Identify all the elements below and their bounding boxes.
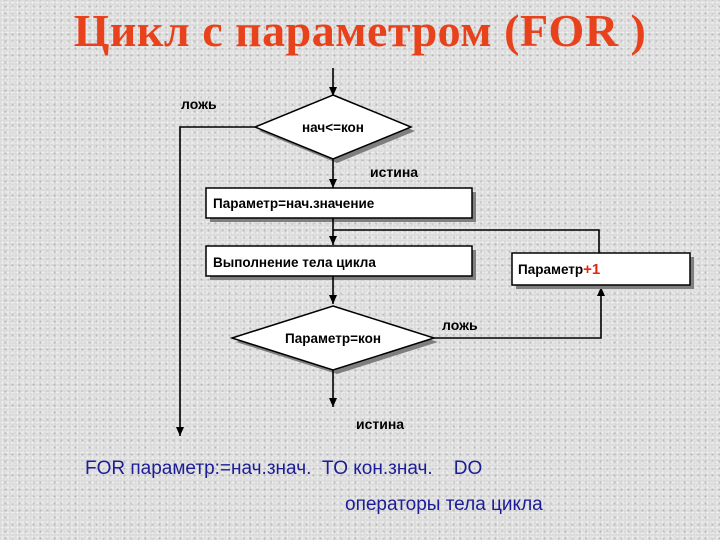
decision-1-text: нач<=кон [302,120,364,135]
init-box-text: Параметр=нач.значение [213,196,375,211]
increment-box-text: Параметр+1 [518,261,600,278]
true-label-2: истина [356,416,404,432]
false-branch-2-line [434,287,605,339]
false-label-1: ложь [181,96,217,112]
body-box-text: Выполнение тела цикла [213,255,376,270]
decision-2-text: Параметр=кон [285,331,381,346]
increment-box [511,252,691,286]
code-line-1: FOR параметр:=нач.знач. TO кон.знач. DO [85,458,483,479]
true-label-1: истина [370,164,418,180]
code-line-2: операторы тела цикла [345,494,543,515]
loop-back-line [333,229,600,253]
body-box [205,245,473,277]
false-branch-1-line [176,126,255,436]
init-box [205,187,473,219]
false-label-2: ложь [442,317,478,333]
page-title: Цикл с параметром (FOR ) [73,5,647,56]
increment-plus-one: +1 [583,261,600,278]
increment-box-label: Параметр [518,262,583,277]
